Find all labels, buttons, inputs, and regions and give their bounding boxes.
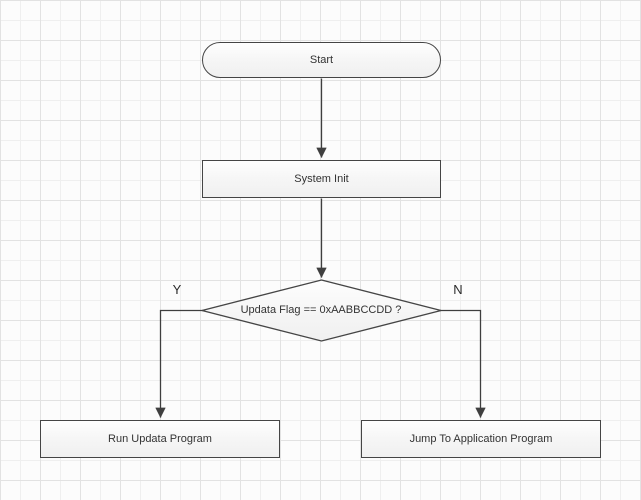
node-start-label: Start xyxy=(309,54,334,66)
node-decision-label-container: Updata Flag == 0xAABBCCDD ? xyxy=(201,297,441,323)
node-jump-to-application-program-label: Jump To Application Program xyxy=(409,433,553,445)
edge-label-yes: Y xyxy=(172,281,182,297)
edge-decision-no-to-jump-application xyxy=(440,309,486,419)
node-start: Start xyxy=(202,42,441,78)
node-run-updata-program-label: Run Updata Program xyxy=(108,433,212,445)
decision-node-shape xyxy=(201,279,442,342)
node-decision-label: Updata Flag == 0xAABBCCDD ? xyxy=(240,304,402,316)
node-system-init-label: System Init xyxy=(294,173,349,185)
edge-decision-yes-to-run-updata xyxy=(155,309,203,419)
node-jump-to-application-program: Jump To Application Program xyxy=(361,420,601,458)
node-system-init: System Init xyxy=(202,160,441,198)
node-run-updata-program: Run Updata Program xyxy=(40,420,280,458)
edge-label-no: N xyxy=(453,281,463,297)
